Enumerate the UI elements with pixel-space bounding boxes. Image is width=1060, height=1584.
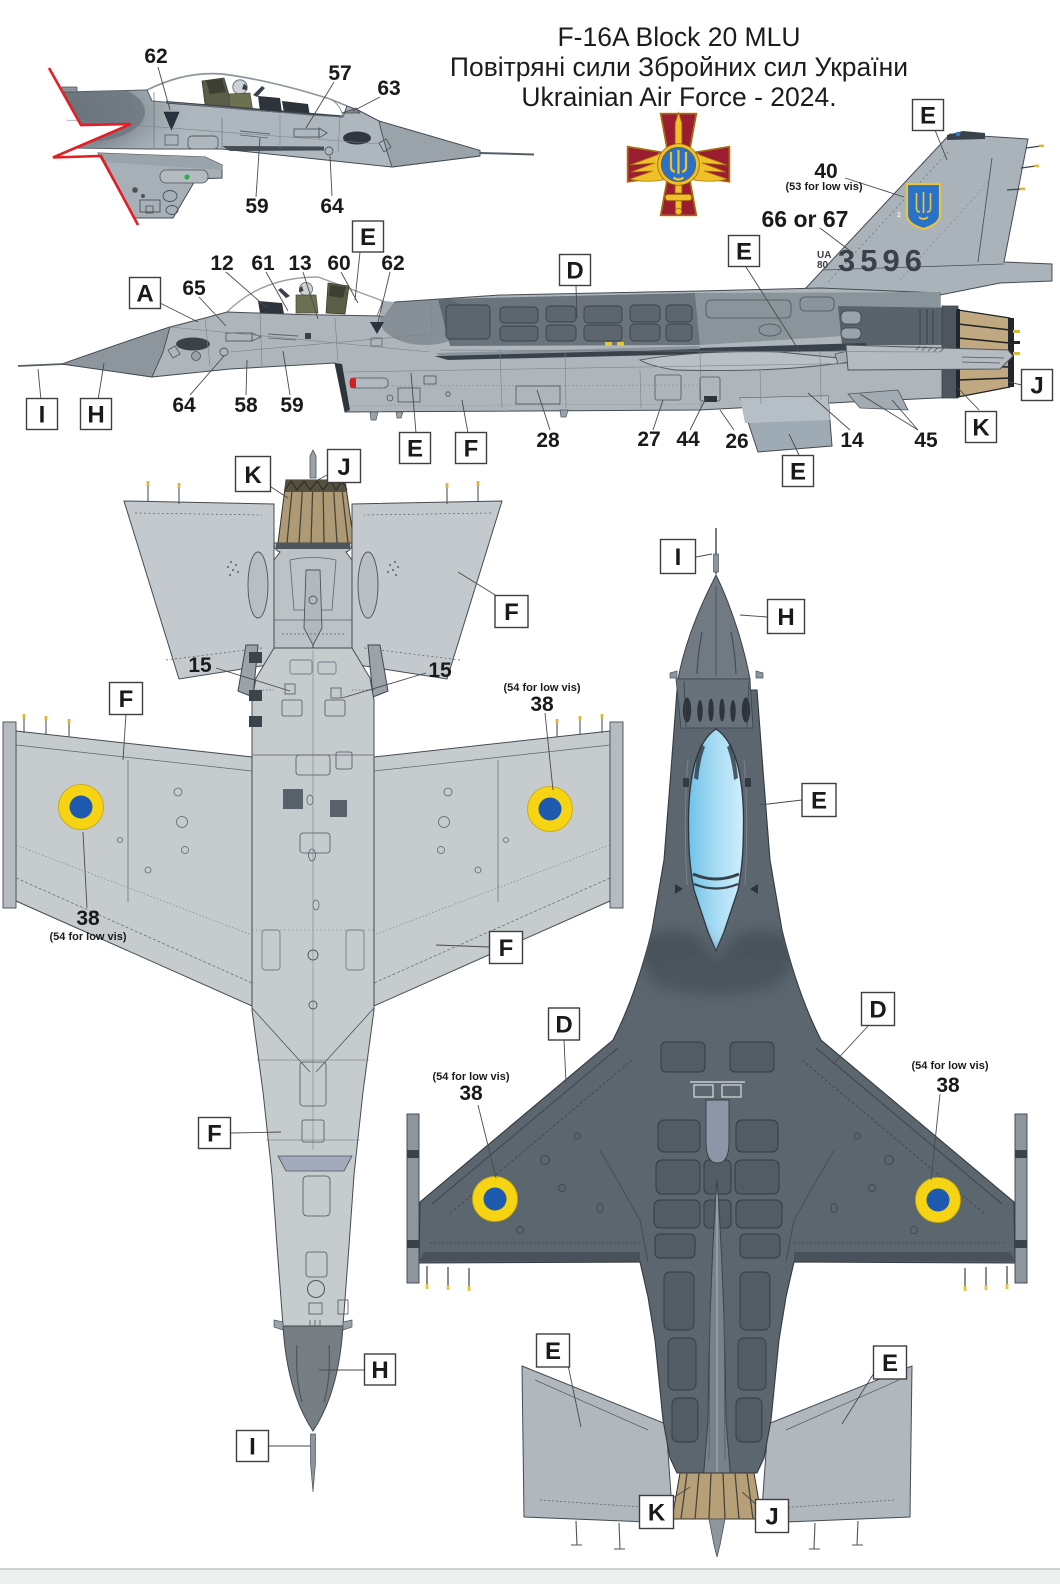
- svg-text:K: K: [972, 415, 990, 442]
- svg-text:60: 60: [327, 252, 350, 275]
- svg-text:H: H: [371, 1357, 388, 1384]
- svg-text:J: J: [765, 1504, 778, 1531]
- svg-text:J: J: [1030, 373, 1043, 400]
- svg-text:59: 59: [245, 195, 268, 218]
- svg-text:E: E: [920, 103, 936, 130]
- svg-text:E: E: [360, 224, 376, 251]
- svg-text:(54 for low vis): (54 for low vis): [911, 1060, 988, 1072]
- svg-text:63: 63: [377, 77, 400, 100]
- svg-text:F: F: [464, 436, 479, 463]
- svg-text:K: K: [244, 462, 262, 489]
- svg-text:2: 2: [897, 212, 901, 219]
- svg-text:61: 61: [251, 252, 275, 275]
- svg-text:64: 64: [172, 394, 196, 417]
- svg-text:Ukrainian Air Force - 2024.: Ukrainian Air Force - 2024.: [521, 82, 836, 112]
- svg-text:A: A: [136, 281, 153, 308]
- svg-text:(53 for low vis): (53 for low vis): [785, 181, 862, 193]
- svg-text:(54 for low vis): (54 for low vis): [49, 931, 126, 943]
- svg-text:E: E: [407, 436, 423, 463]
- svg-text:38: 38: [76, 907, 100, 930]
- svg-text:K: K: [648, 1500, 666, 1527]
- svg-text:J: J: [337, 454, 350, 481]
- svg-text:3596: 3596: [838, 243, 927, 278]
- svg-text:65: 65: [182, 277, 206, 300]
- svg-text:28: 28: [536, 429, 560, 452]
- svg-text:H: H: [87, 402, 104, 429]
- svg-text:15: 15: [428, 659, 452, 682]
- svg-text:57: 57: [328, 62, 351, 85]
- svg-text:F: F: [119, 686, 134, 713]
- svg-text:Повітряні сили Збройних сил Ук: Повітряні сили Збройних сил України: [450, 52, 908, 82]
- svg-text:E: E: [790, 459, 806, 486]
- svg-text:I: I: [249, 1434, 256, 1461]
- svg-text:26: 26: [725, 430, 748, 453]
- svg-text:E: E: [811, 788, 827, 815]
- svg-text:44: 44: [676, 428, 700, 451]
- svg-text:D: D: [869, 997, 886, 1024]
- svg-text:D: D: [566, 258, 583, 285]
- svg-text:38: 38: [530, 693, 554, 716]
- svg-text:80: 80: [817, 260, 829, 271]
- svg-text:13: 13: [288, 252, 311, 275]
- svg-text:UA: UA: [817, 250, 831, 261]
- svg-text:40: 40: [814, 160, 837, 183]
- svg-text:62: 62: [381, 252, 404, 275]
- svg-text:I: I: [675, 544, 682, 571]
- svg-text:E: E: [882, 1350, 898, 1377]
- svg-text:38: 38: [936, 1074, 960, 1097]
- svg-text:15: 15: [188, 654, 212, 677]
- svg-text:66 or 67: 66 or 67: [762, 206, 849, 232]
- svg-text:38: 38: [459, 1082, 483, 1105]
- svg-text:E: E: [545, 1338, 561, 1365]
- svg-text:F: F: [504, 599, 519, 626]
- svg-text:64: 64: [320, 195, 344, 218]
- svg-text:E: E: [736, 239, 752, 266]
- svg-text:62: 62: [144, 45, 167, 68]
- svg-text:(54 for low vis): (54 for low vis): [432, 1071, 509, 1083]
- svg-text:D: D: [555, 1012, 572, 1039]
- svg-text:27: 27: [637, 428, 660, 451]
- svg-text:F: F: [499, 935, 514, 962]
- svg-text:(54 for low vis): (54 for low vis): [503, 682, 580, 694]
- svg-text:58: 58: [234, 394, 258, 417]
- svg-text:F-16A Block 20 MLU: F-16A Block 20 MLU: [557, 22, 800, 52]
- svg-text:12: 12: [210, 252, 233, 275]
- svg-text:I: I: [39, 402, 46, 429]
- svg-text:59: 59: [280, 394, 303, 417]
- svg-text:H: H: [777, 604, 794, 631]
- svg-text:14: 14: [840, 429, 864, 452]
- svg-text:F: F: [207, 1121, 222, 1148]
- svg-text:45: 45: [914, 429, 938, 452]
